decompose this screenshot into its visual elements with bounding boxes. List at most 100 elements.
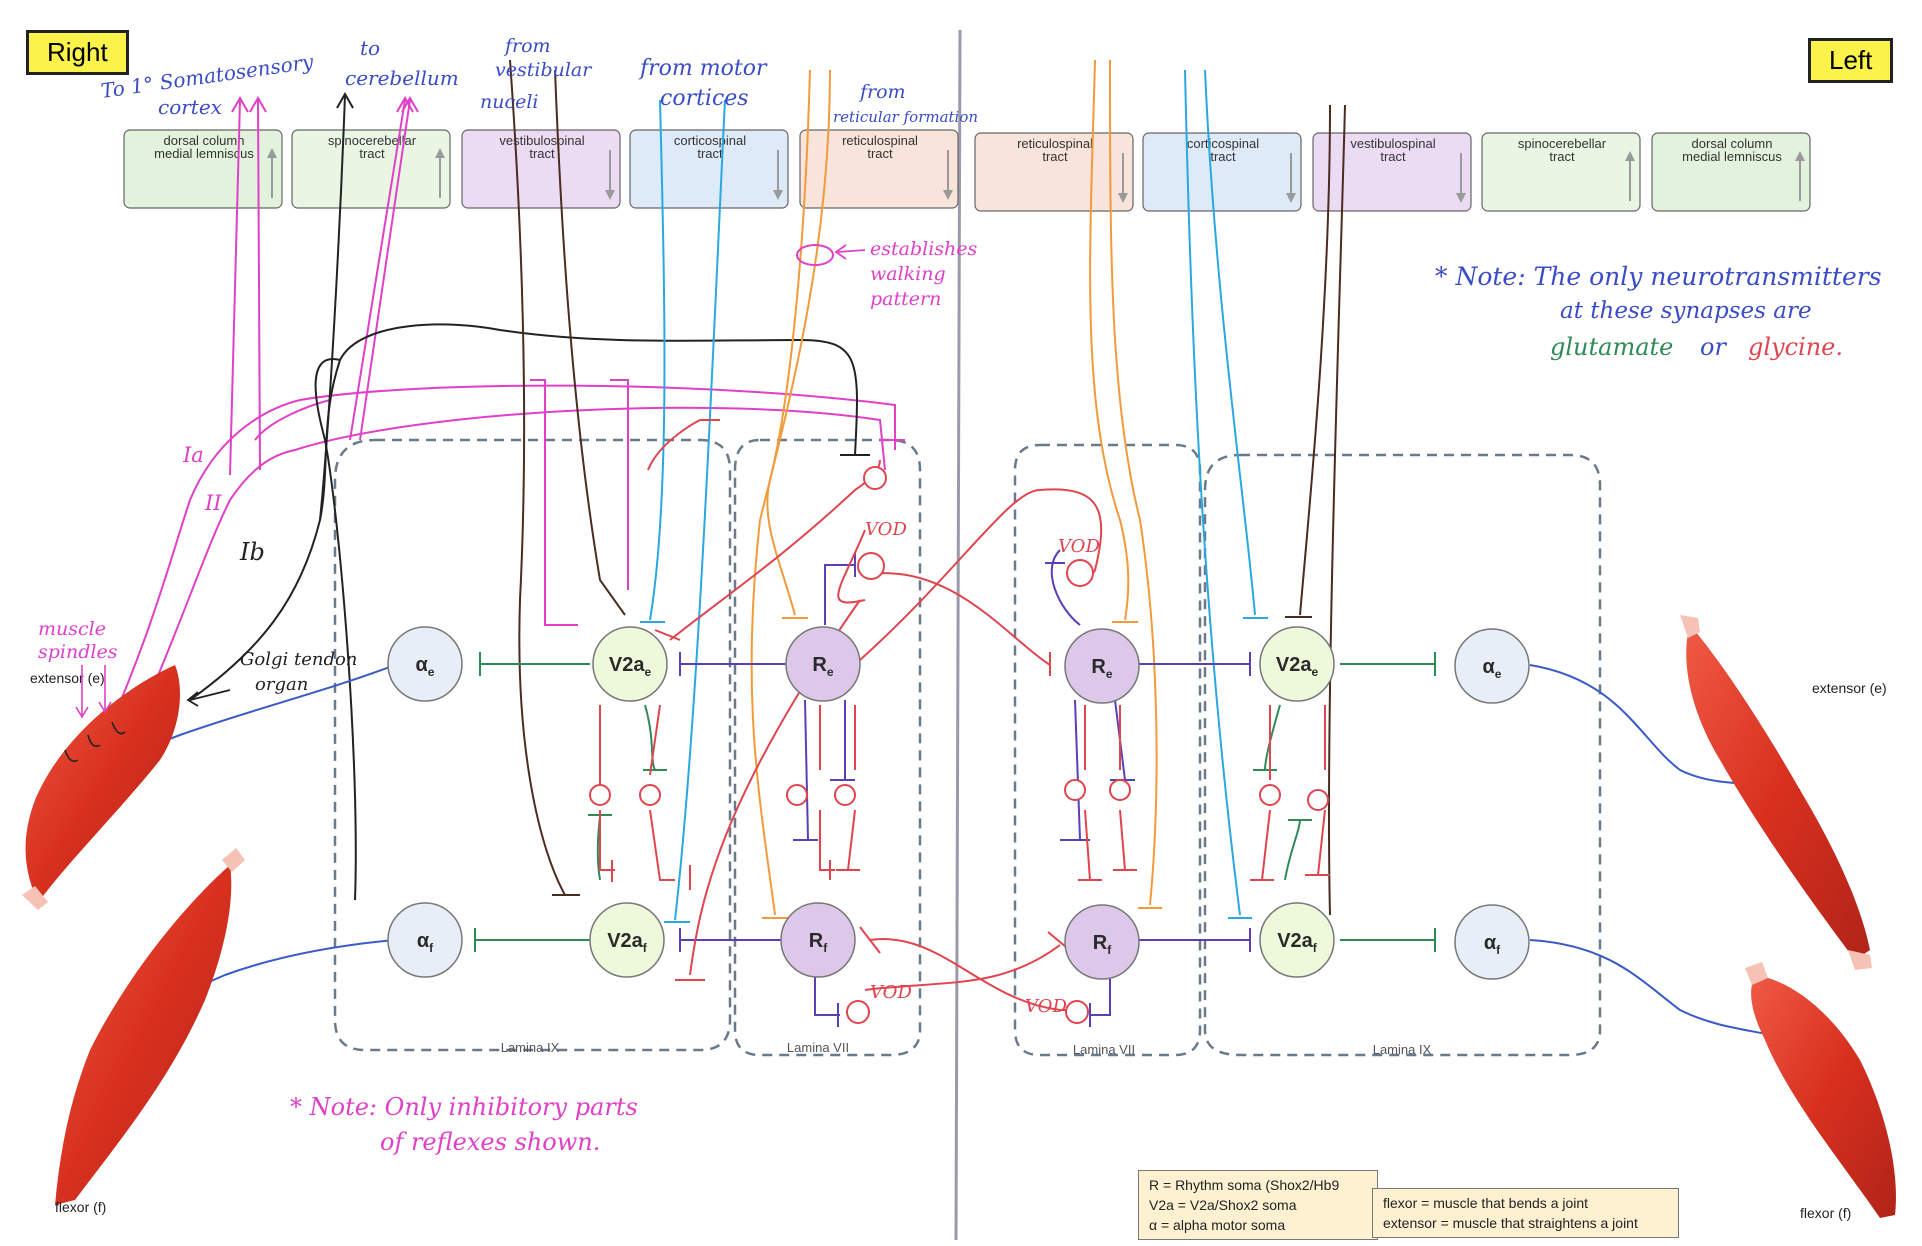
side-label-right: Right (26, 30, 129, 75)
glycine-connections (599, 419, 1330, 1011)
muscle-flexor-left (1745, 962, 1896, 1218)
tract-label-line-1: vestibulospinal (499, 133, 584, 148)
reticular-label-2: reticular formation (833, 108, 978, 126)
tract-label-line-1: dorsal column (1692, 136, 1773, 151)
lamina-vii-label-right: Lamina VII (787, 1040, 849, 1055)
extensor-right-label: extensor (e) (30, 670, 105, 686)
neuron-r-e-left: Re (1064, 628, 1140, 704)
neuron-label: Rf (1093, 932, 1112, 957)
arrow-down-icon (605, 150, 615, 200)
tract-label-line-2: tract (697, 146, 723, 161)
extensor-left-label: extensor (e) (1812, 680, 1887, 696)
tract-label-line-1: spinocerebellar (1518, 136, 1607, 151)
reticular-fibers (750, 59, 1162, 919)
fiber-label-ia: Ia (182, 443, 204, 467)
muscle-spindles-label-1: muscle (38, 618, 106, 640)
vod-label-1: VOD (865, 519, 907, 540)
flexor-right-label: flexor (f) (55, 1199, 106, 1215)
neuron-r-f-left: Rf (1064, 904, 1140, 980)
tract-label-line-2: tract (1549, 149, 1575, 164)
neuron-label: αe (416, 654, 435, 679)
note-transmitters-2: at these synapses are (1560, 298, 1812, 324)
neuron-alpha-e-right: αe (387, 626, 463, 702)
neuron-label: Re (812, 654, 833, 679)
neuron-v2a-e-left: V2ae (1259, 626, 1335, 702)
vod-label-2: VOD (1058, 536, 1100, 557)
neuron-v2a-e-right: V2ae (592, 626, 668, 702)
lamina-ix-label-right: Lamina IX (501, 1040, 560, 1055)
cortical-fibers (640, 69, 1268, 923)
ib-fiber (189, 91, 870, 901)
muscle-spindles-label-2: spindles (38, 641, 118, 663)
lamina-ix-label-left: Lamina IX (1373, 1042, 1432, 1057)
cerebellum-label-2: cerebellum (345, 66, 459, 90)
fiber-label-ib: Ib (239, 538, 265, 566)
legend-muscle-line-2: extensor = muscle that straightens a joi… (1383, 1215, 1638, 1231)
neuron-label: V2af (1277, 930, 1318, 955)
tract-label-line-2: tract (1042, 149, 1068, 164)
note-glutamate: glutamate (1550, 333, 1673, 361)
arrow-up-icon (267, 148, 277, 198)
fiber-label-ii: II (204, 491, 222, 515)
side-label-left: Left (1808, 38, 1894, 83)
flexor-left-label: flexor (f) (1800, 1205, 1851, 1221)
vestibular-label-3: nuceli (480, 91, 539, 113)
walking-pattern-label-2: walking (870, 263, 946, 285)
legend-muscle-line-1: flexor = muscle that bends a joint (1383, 1195, 1589, 1211)
neuron-label: αe (1483, 656, 1502, 681)
legend-soma-line-3: α = alpha motor soma (1149, 1217, 1286, 1233)
tract-label-line-1: vestibulospinal (1350, 136, 1435, 151)
neuron-alpha-f-right: αf (387, 902, 463, 978)
arrow-up-icon (1625, 151, 1635, 201)
neuron-label: αf (1484, 932, 1501, 957)
neuron-r-f-right: Rf (780, 902, 856, 978)
somatosensory-label-2: cortex (158, 95, 222, 119)
tract-label-line-2: tract (529, 146, 555, 161)
tract-label-line-2: tract (867, 146, 893, 161)
note-inhibitory-1: * Note: Only inhibitory parts (290, 1093, 638, 1121)
neuron-label: V2ae (1276, 654, 1319, 679)
neuron-v2a-f-left: V2af (1259, 902, 1335, 978)
muscle-extensor-right (22, 665, 180, 910)
walking-pattern-arrow (834, 244, 866, 260)
vestibular-label-2: vestibular (495, 59, 593, 81)
vod-label-4: VOD (1025, 996, 1067, 1017)
neuron-label: V2ae (609, 654, 652, 679)
arrow-down-icon (773, 150, 783, 200)
golgi-label-1: Golgi tendon (240, 649, 357, 670)
tract-label-line-2: medial lemniscus (154, 146, 254, 161)
muscle-flexor-right (55, 848, 245, 1205)
note-inhibitory-2: of reflexes shown. (380, 1128, 600, 1156)
motor-label-1: from motor (638, 56, 768, 81)
arrow-down-icon (1286, 153, 1296, 203)
tract-label-line-1: reticulospinal (842, 133, 918, 148)
tract-label-line-1: corticospinal (1187, 136, 1259, 151)
cerebellum-label-1: to (360, 36, 380, 60)
arrow-up-icon (1795, 151, 1805, 201)
golgi-arrow (186, 689, 231, 707)
lamina-vii-label-left: Lamina VII (1073, 1042, 1135, 1057)
arrow-down-icon (943, 150, 953, 200)
neuron-r-e-right: Re (785, 626, 861, 702)
neuron-alpha-f-left: αf (1454, 904, 1530, 980)
tract-label-line-1: dorsal column (164, 133, 245, 148)
tract-label-line-2: tract (359, 146, 385, 161)
tract-label-line-1: reticulospinal (1017, 136, 1093, 151)
vod-label-3: VOD (870, 982, 912, 1003)
reticular-label-1: from (858, 81, 906, 103)
muscle-extensor-left (1680, 615, 1872, 970)
arrow-down-icon (1456, 153, 1466, 203)
neuron-label: Re (1091, 656, 1112, 681)
neuron-label: V2af (607, 930, 648, 955)
tract-label-line-1: spinocerebellar (328, 133, 417, 148)
